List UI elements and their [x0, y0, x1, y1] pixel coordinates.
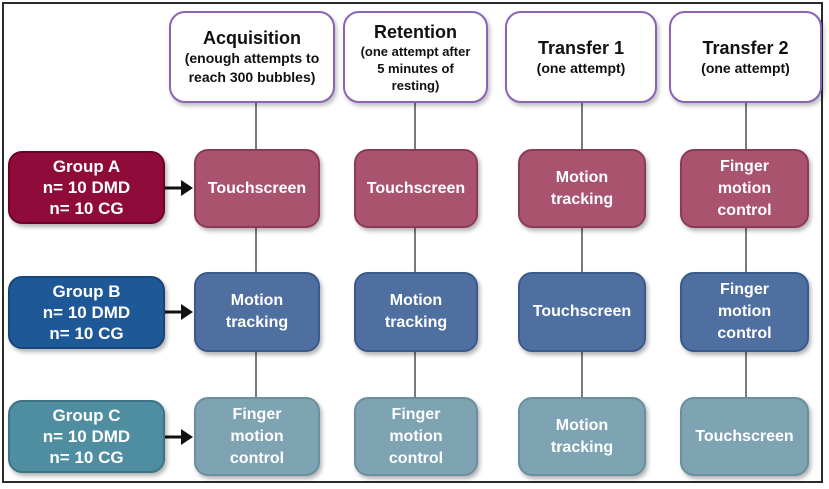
- cell-a-acquisition: Touchscreen: [194, 149, 320, 228]
- arrow-group-b: [165, 304, 193, 320]
- phase-title: Transfer 2: [702, 37, 789, 58]
- cell-a-transfer-1: Motion tracking: [518, 149, 646, 228]
- group-b-box: Group B n= 10 DMD n= 10 CG: [8, 276, 165, 349]
- phase-subtitle: (one attempt): [701, 59, 790, 76]
- phase-transfer-2: Transfer 2 (one attempt): [669, 11, 822, 103]
- group-dmd-count: n= 10 DMD: [42, 178, 131, 197]
- cell-c-transfer-1: Motion tracking: [518, 397, 646, 476]
- phase-subtitle: (one attempt after 5 minutes of resting): [360, 43, 471, 93]
- phase-retention: Retention (one attempt after 5 minutes o…: [343, 11, 488, 103]
- phase-subtitle: (one attempt): [536, 59, 626, 76]
- cell-c-transfer-2: Touchscreen: [680, 397, 809, 476]
- phase-title: Transfer 1: [537, 37, 625, 58]
- cell-a-transfer-2: Finger motion control: [680, 149, 809, 228]
- cell-b-transfer-1: Touchscreen: [518, 272, 646, 352]
- diagram-frame: [2, 2, 823, 483]
- group-cg-count: n= 10 CG: [49, 324, 124, 343]
- arrow-group-a: [165, 180, 193, 196]
- cell-b-acquisition: Motion tracking: [194, 272, 320, 352]
- group-cg-count: n= 10 CG: [49, 448, 124, 467]
- phase-transfer-1: Transfer 1 (one attempt): [505, 11, 657, 103]
- group-dmd-count: n= 10 DMD: [42, 303, 131, 322]
- phase-title: Retention: [374, 21, 457, 42]
- group-name: Group A: [52, 157, 121, 176]
- group-c-box: Group C n= 10 DMD n= 10 CG: [8, 400, 165, 473]
- cell-c-retention: Finger motion control: [354, 397, 478, 476]
- phase-title: Acquisition: [203, 28, 301, 48]
- group-name: Group B: [52, 282, 121, 301]
- group-name: Group C: [52, 406, 121, 425]
- group-a-box: Group A n= 10 DMD n= 10 CG: [8, 151, 165, 224]
- cell-b-retention: Motion tracking: [354, 272, 478, 352]
- cell-c-acquisition: Finger motion control: [194, 397, 320, 476]
- arrow-group-c: [165, 429, 193, 445]
- group-dmd-count: n= 10 DMD: [42, 427, 131, 446]
- cell-a-retention: Touchscreen: [354, 149, 478, 228]
- cell-b-transfer-2: Finger motion control: [680, 272, 809, 352]
- phase-subtitle: (enough attempts to reach 300 bubbles): [184, 50, 320, 85]
- phase-acquisition: Acquisition (enough attempts to reach 30…: [169, 11, 335, 103]
- group-cg-count: n= 10 CG: [49, 199, 124, 218]
